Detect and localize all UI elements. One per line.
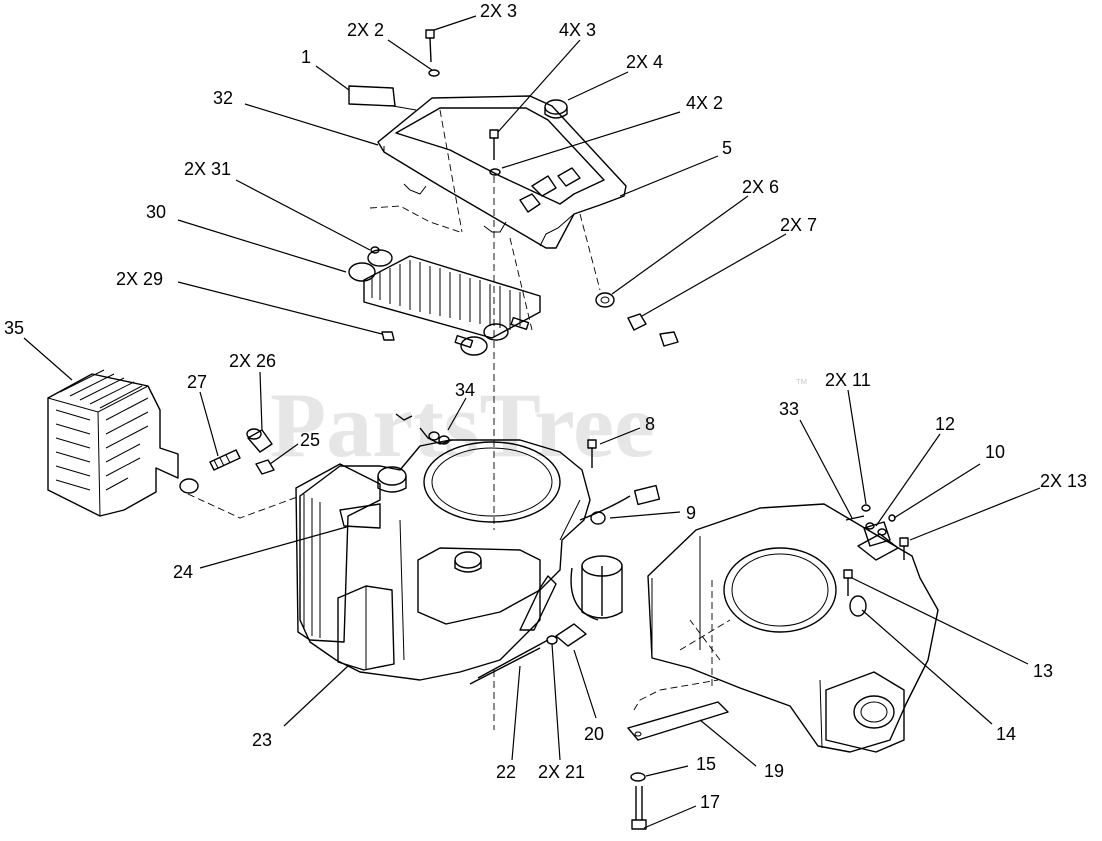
alignment-line-left [187,493,301,519]
part-washer-15 [630,772,646,782]
part-fitting-7 [627,313,679,347]
callout-2x26: 2X 26 [229,351,276,371]
part-screw-13-right [899,537,909,560]
part-air-filter-24 [295,463,381,643]
callout-32: 32 [213,88,233,108]
part-cover-23 [337,585,395,671]
callout-23: 23 [252,730,272,750]
callout-2x7: 2X 7 [780,215,817,235]
part-screw-3-mid [489,129,501,176]
part-elbow-26 [246,428,273,453]
callout-14: 14 [996,724,1016,744]
part-screw-11 [861,504,871,512]
callout-24: 24 [173,562,193,582]
callout-2x4: 2X 4 [626,52,663,72]
callout-2x3: 2X 3 [480,1,517,21]
callout-labels: 1 2X 2 2X 3 4X 3 2X 4 32 4X 2 5 2X 31 2X… [4,1,1087,812]
part-wire-33 [845,515,865,521]
part-bracket-governor [519,575,557,631]
part-nut-25 [255,459,275,475]
callout-4x2: 4X 2 [686,93,723,113]
part-harness-34 [395,413,453,445]
callout-2x31: 2X 31 [184,159,231,179]
watermark-text: PartsTree [270,374,655,476]
callout-33: 33 [779,399,799,419]
part-heat-shield-35 [47,369,179,517]
callout-12: 12 [935,414,955,434]
part-nut-29 [381,331,395,341]
part-screw-8 [587,439,597,468]
callout-5: 5 [722,138,732,158]
part-grommet-6 [595,292,615,308]
part-nipple-27 [209,449,241,471]
part-engine-block [299,439,591,681]
callout-1: 1 [301,47,311,67]
callout-2x11: 2X 11 [825,370,871,390]
part-oil-cooler-30 [348,249,541,356]
callout-9: 9 [686,503,696,523]
leader-lines [23,15,1041,829]
part-solenoid-12 [857,521,899,561]
part-decal-1 [348,85,417,111]
callout-19: 19 [764,761,784,781]
part-bolt-13 [843,569,853,596]
callout-13: 13 [1033,661,1053,681]
callout-35: 35 [4,318,24,338]
alignment-lines-top [369,109,601,530]
callout-2x2: 2X 2 [347,20,384,40]
callout-2x21: 2X 21 [538,762,585,782]
part-clip-21 [546,635,558,645]
callout-34: 34 [455,380,475,400]
part-bushing-20 [555,623,587,647]
part-pulley-14 [849,595,867,617]
part-cap-4 [544,99,568,119]
part-plate-19 [627,679,729,741]
callout-22: 22 [496,762,516,782]
callout-17: 17 [700,792,720,812]
part-bolt-17 [631,786,647,830]
callout-2x13: 2X 13 [1040,471,1087,491]
part-frame-transmission [647,503,939,753]
part-screw-3-top [425,29,440,77]
callout-4x3: 4X 3 [559,20,596,40]
callout-10: 10 [985,442,1005,462]
part-cable-9 [570,484,661,621]
callout-2x6: 2X 6 [742,177,779,197]
callout-8: 8 [645,414,655,434]
part-clamp-ring [179,478,199,494]
watermark-trademark: ™ [795,376,808,391]
part-top-shroud-32 [377,95,627,249]
part-screw-31 [370,246,380,254]
callout-20: 20 [584,724,604,744]
part-cable-22 [469,639,549,685]
callout-25: 25 [300,430,320,450]
callout-27: 27 [187,372,207,392]
callout-15: 15 [696,754,716,774]
callout-2x29: 2X 29 [116,269,163,289]
callout-30: 30 [146,202,166,222]
